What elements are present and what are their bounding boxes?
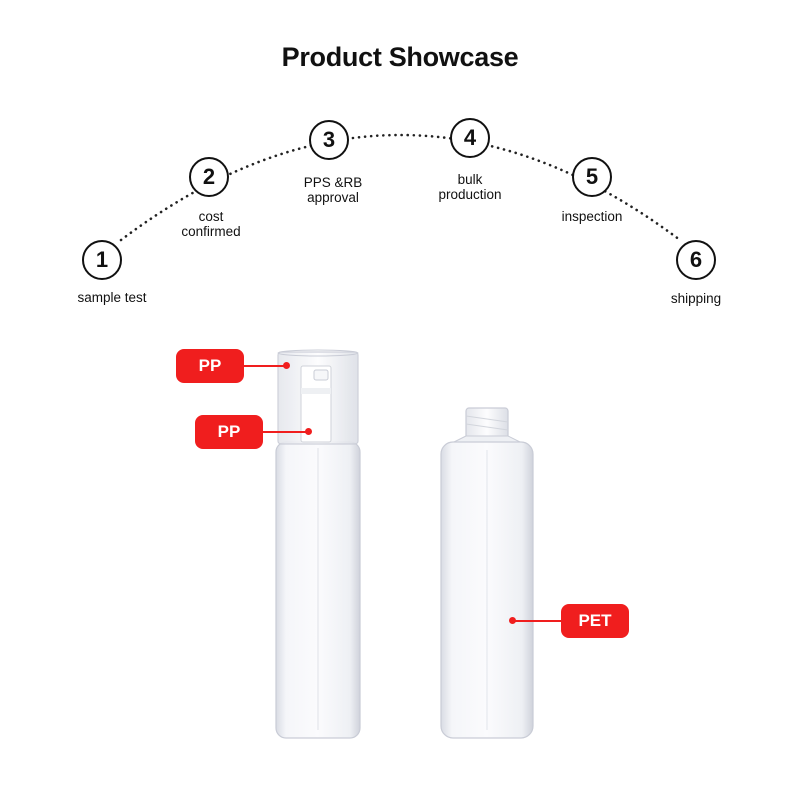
pump-leader-line — [263, 431, 307, 433]
spray-bottle — [275, 349, 361, 739]
product-illustration — [275, 349, 534, 739]
step-2-label: cost confirmed — [181, 209, 241, 239]
step-1-circle: 1 — [82, 240, 122, 280]
bottle-leader-dot — [509, 617, 516, 624]
step-4-number: 4 — [463, 125, 477, 150]
step-1-label: sample test — [77, 290, 147, 305]
cap-leader-dot — [283, 362, 290, 369]
step-2-number: 2 — [202, 164, 216, 189]
step-6-label: shipping — [670, 291, 722, 306]
pet-bottle — [440, 407, 534, 739]
pet-bottle-neck — [465, 407, 509, 441]
spray-nozzle — [313, 369, 329, 381]
pump-leader-dot — [305, 428, 312, 435]
step-3-label: PPS &RB approval — [303, 175, 363, 205]
step-4-label: bulk production — [438, 172, 502, 202]
bottle-leader-line — [514, 620, 561, 622]
step-3-circle: 3 — [309, 120, 349, 160]
step-6-number: 6 — [689, 247, 703, 272]
step-5-label: inspection — [561, 209, 623, 224]
cap-material-tag: PP — [176, 349, 244, 383]
step-5-circle: 5 — [572, 157, 612, 197]
spray-pump — [300, 365, 332, 443]
step-2-circle: 2 — [189, 157, 229, 197]
page-title: Product Showcase — [281, 42, 519, 72]
step-5-number: 5 — [585, 164, 599, 189]
step-1-number: 1 — [95, 247, 109, 272]
bottle-material-tag: PET — [561, 604, 629, 638]
step-3-number: 3 — [322, 127, 336, 152]
cap-leader-line — [244, 365, 286, 367]
step-6-circle: 6 — [676, 240, 716, 280]
step-4-circle: 4 — [450, 118, 490, 158]
process-arc — [119, 133, 682, 242]
pump-material-tag: PP — [195, 415, 263, 449]
